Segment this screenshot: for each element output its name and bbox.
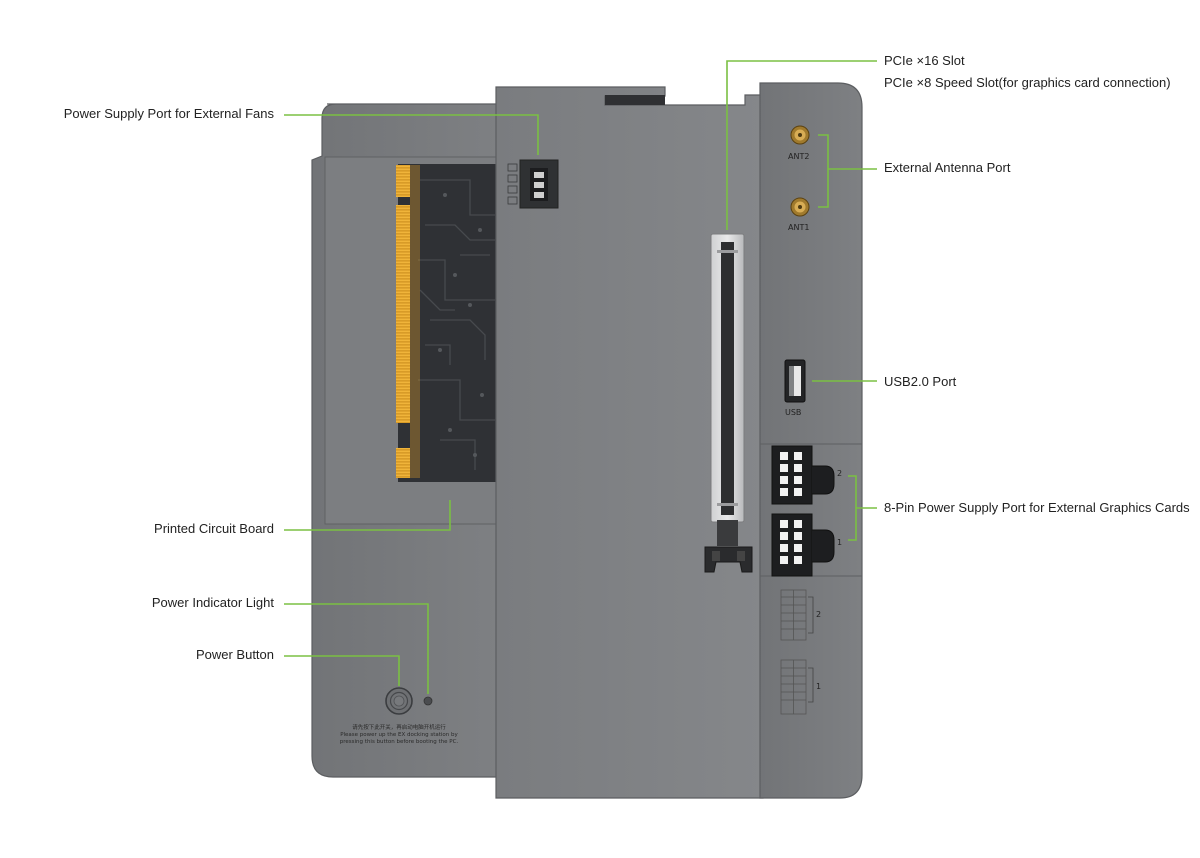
callout-pcb: Printed Circuit Board (154, 521, 274, 536)
connector-2-label: 2 (837, 469, 843, 478)
usb-label: USB (785, 408, 802, 417)
pin-map-1 (780, 659, 814, 715)
eight-pin-connector-2 (771, 445, 835, 505)
pcie-slot (704, 233, 753, 573)
pin-map-2 (780, 589, 814, 641)
callout-usb: USB2.0 Port (884, 374, 957, 389)
power-button-leader (284, 655, 400, 686)
antenna-leader (818, 134, 877, 208)
middle-plate (495, 86, 764, 799)
instruction-english-line1: Please power up the EX docking station b… (340, 732, 458, 738)
callout-fans: Power Supply Port for External Fans (63, 106, 274, 121)
power-light-leader (284, 603, 429, 694)
eight-pin-leader (848, 475, 877, 541)
callout-lines (284, 60, 877, 694)
antenna-port-ant1 (790, 197, 810, 217)
callout-pcie-x16: PCIe ×16 Slot (884, 53, 965, 68)
printed-circuit-board (396, 164, 498, 482)
usb-port (784, 359, 806, 403)
power-button-illustration (385, 687, 413, 715)
instruction-chinese: 请先按下此开关，再启动电脑开机运行 (352, 725, 446, 731)
pin-map-2-label: 2 (816, 610, 822, 619)
right-plate (759, 82, 863, 799)
ant2-label: ANT2 (788, 152, 810, 161)
antenna-port-ant2 (790, 125, 810, 145)
power-instruction-text: 请先按下此开关，再启动电脑开机运行 Please power up the EX… (322, 725, 476, 746)
power-indicator-led (423, 696, 433, 706)
callout-power-light: Power Indicator Light (151, 595, 274, 610)
pcie-leader (726, 60, 877, 230)
connector-1-label: 1 (837, 538, 843, 547)
eight-pin-connector-1 (771, 513, 835, 577)
callout-antenna: External Antenna Port (884, 160, 1011, 175)
callout-eight-pin: 8-Pin Power Supply Port for External Gra… (884, 500, 1190, 515)
instruction-english-line2: pressing this button before booting the … (339, 739, 459, 745)
callout-pcie-x8: PCIe ×8 Speed Slot(for graphics card con… (884, 75, 1171, 90)
pin-map-1-label: 1 (816, 682, 822, 691)
callout-power-button: Power Button (195, 647, 274, 662)
fans-leader (284, 114, 539, 155)
ant1-label: ANT1 (788, 223, 810, 232)
pcb-leader (284, 500, 451, 531)
